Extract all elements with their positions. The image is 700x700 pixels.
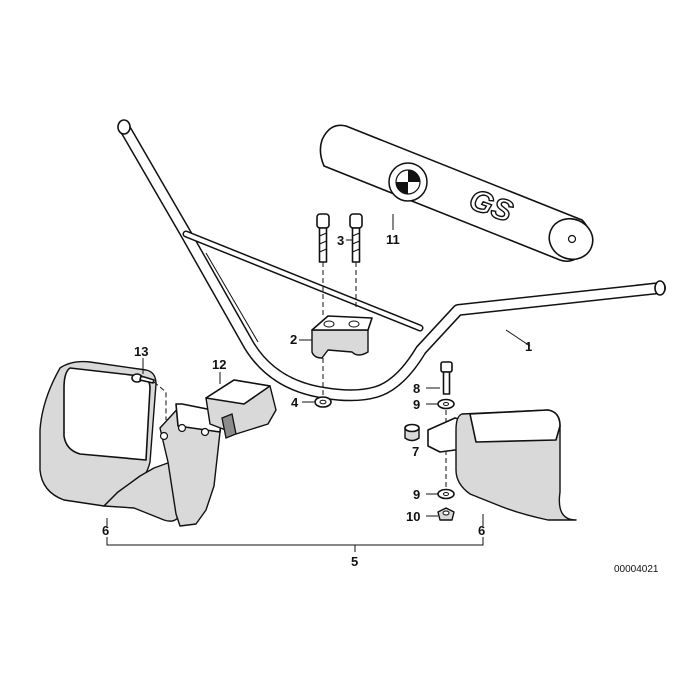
handlebar xyxy=(117,119,666,402)
document-number: 00004021 xyxy=(614,564,659,575)
callout-13: 13 xyxy=(134,344,148,359)
callout-1: 1 xyxy=(525,339,532,354)
callout-11: 11 xyxy=(386,232,400,247)
hand-guard-left xyxy=(39,360,185,522)
callout-2: 2 xyxy=(290,332,297,347)
callout-5: 5 xyxy=(351,554,358,569)
callout-12: 12 xyxy=(212,357,226,372)
callout-4: 4 xyxy=(291,395,299,410)
callout-3: 3 xyxy=(337,233,344,248)
screw xyxy=(131,373,167,420)
callout-10: 10 xyxy=(406,509,420,524)
leader-lines xyxy=(106,214,531,552)
clamp-bolts xyxy=(316,213,363,318)
callout-6-left: 6 xyxy=(102,523,109,538)
callouts: 1 2 3 4 11 12 13 8 9 7 9 10 6 6 5 xyxy=(102,232,532,569)
callout-6-right: 6 xyxy=(478,523,485,538)
callout-9-bottom: 9 xyxy=(413,487,420,502)
clamp-block xyxy=(205,379,277,439)
handlebar-clamp xyxy=(311,315,373,396)
callout-9-top: 9 xyxy=(413,397,420,412)
callout-8: 8 xyxy=(413,381,420,396)
washer xyxy=(314,396,332,408)
hand-guard-right xyxy=(427,409,577,521)
crossbar-pad: GS xyxy=(319,124,594,263)
pad-logo-text: GS xyxy=(465,183,517,229)
hand-guard-hardware xyxy=(404,361,455,521)
callout-7: 7 xyxy=(412,444,419,459)
